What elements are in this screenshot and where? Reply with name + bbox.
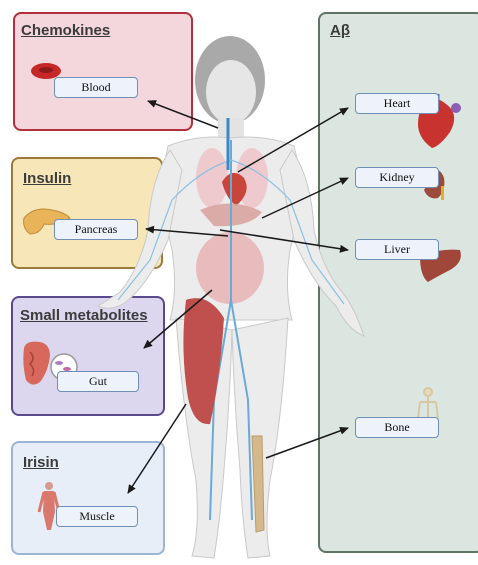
pancreas-label: Pancreas xyxy=(54,219,138,240)
arrow-to-bone xyxy=(266,428,348,458)
gut-label: Gut xyxy=(57,371,139,392)
chemokines-title: Chemokines xyxy=(21,22,110,39)
liver-label: Liver xyxy=(355,239,439,260)
insulin-title: Insulin xyxy=(23,170,71,187)
arrow-to-muscle xyxy=(128,404,186,493)
small-metabolites-title: Small metabolites xyxy=(20,307,148,324)
blood-label: Blood xyxy=(54,77,138,98)
muscle-label: Muscle xyxy=(56,506,138,527)
irisin-title: Irisin xyxy=(23,454,59,471)
human-body-figure xyxy=(98,36,364,558)
gut-icon xyxy=(23,342,50,385)
bone-label: Bone xyxy=(355,417,439,438)
kidney-label: Kidney xyxy=(355,167,439,188)
abeta-title: Aβ xyxy=(330,22,350,39)
heart-label: Heart xyxy=(355,93,439,114)
